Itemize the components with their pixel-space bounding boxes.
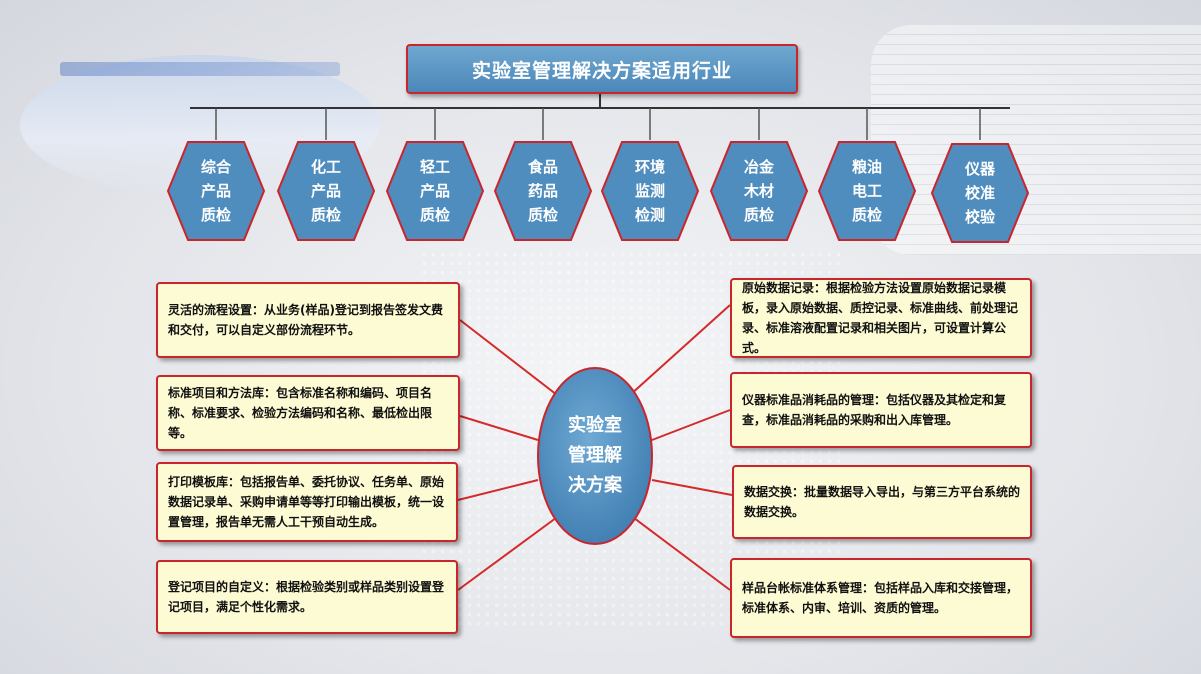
industry-label: 化工 产品 质检 [310,158,341,224]
feature-note-sample-ledger: 样品台帐标准体系管理：包括样品入库和交接管理，标准体系、内审、培训、资质的管理。 [730,558,1032,638]
feature-text: 原始数据记录：根据检验方法设置原始数据记录模板，录入原始数据、质控记录、标准曲线… [742,281,1019,355]
industry-hexagon: 食品 药品 质检 [493,140,593,242]
feature-note-print-templates: 打印模板库：包括报告单、委托协议、任务单、原始数据记录单、采购申请单等等打印输出… [156,462,458,542]
feature-text: 登记项目的自定义：根据检验类别或样品类别设置登记项目，满足个性化需求。 [168,580,445,614]
feature-text: 标准项目和方法库：包含标准名称和编码、项目名称、标准要求、检验方法编码和名称、最… [168,386,433,440]
industry-hexagon: 化工 产品 质检 [276,140,376,242]
industry-hexagon: 轻工 产品 质检 [385,140,485,242]
feature-note-workflow: 灵活的流程设置：从业务(样品)登记到报告签发文费和交付，可以自定义部份流程环节。 [156,282,460,358]
industry-label: 食品 药品 质检 [527,158,558,224]
industry-label: 冶金 木材 质检 [743,158,774,224]
center-ellipse: 实验室 管理解 决方案 [535,365,655,547]
industry-label: 综合 产品 质检 [200,158,231,224]
page-title: 实验室管理解决方案适用行业 [406,44,798,94]
feature-note-registration: 登记项目的自定义：根据检验类别或样品类别设置登记项目，满足个性化需求。 [156,560,458,634]
industry-hexagon: 综合 产品 质检 [166,140,266,242]
center-label: 实验室 管理解 决方案 [568,415,622,496]
industry-hexagon: 粮油 电工 质检 [817,140,917,242]
industry-hexagon: 仪器 校准 校验 [930,142,1030,244]
industry-hexagon: 环境 监测 检测 [600,140,700,242]
feature-text: 仪器标准品消耗品的管理：包括仪器及其检定和复查，标准品消耗品的采购和出入库管理。 [742,393,1007,427]
industry-label: 环境 监测 检测 [634,158,665,224]
industry-label: 仪器 校准 校验 [964,160,995,226]
industry-hexagon: 冶金 木材 质检 [709,140,809,242]
feature-text: 数据交换：批量数据导入导出，与第三方平台系统的数据交换。 [744,485,1021,519]
feature-text: 灵活的流程设置：从业务(样品)登记到报告签发文费和交付，可以自定义部份流程环节。 [168,303,443,337]
industry-label: 轻工 产品 质检 [419,158,450,224]
feature-text: 打印模板库：包括报告单、委托协议、任务单、原始数据记录单、采购申请单等等打印输出… [168,475,445,529]
feature-text: 样品台帐标准体系管理：包括样品入库和交接管理，标准体系、内审、培训、资质的管理。 [742,581,1019,615]
feature-note-instruments: 仪器标准品消耗品的管理：包括仪器及其检定和复查，标准品消耗品的采购和出入库管理。 [730,372,1032,448]
feature-note-data-exchange: 数据交换：批量数据导入导出，与第三方平台系统的数据交换。 [732,465,1032,539]
feature-note-standards: 标准项目和方法库：包含标准名称和编码、项目名称、标准要求、检验方法编码和名称、最… [156,375,460,451]
industry-label: 粮油 电工 质检 [851,158,882,224]
feature-note-raw-data: 原始数据记录：根据检验方法设置原始数据记录模板，录入原始数据、质控记录、标准曲线… [730,278,1032,358]
